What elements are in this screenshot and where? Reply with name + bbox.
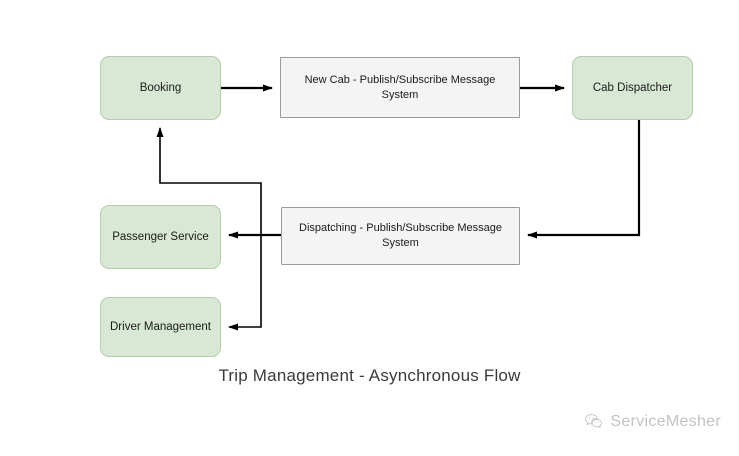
node-new-cab-pubsub[interactable]: New Cab - Publish/Subscribe Message Syst… <box>280 57 520 118</box>
watermark: ServiceMesher <box>584 412 721 431</box>
node-driver-management-label: Driver Management <box>110 321 211 333</box>
edge-dispatcher-to-dispatching <box>527 120 641 239</box>
node-dispatching-pubsub[interactable]: Dispatching - Publish/Subscribe Message … <box>281 207 520 265</box>
node-new-cab-pubsub-label: New Cab - Publish/Subscribe Message Syst… <box>304 73 496 101</box>
node-passenger-service-label: Passenger Service <box>112 231 209 243</box>
node-passenger-service[interactable]: Passenger Service <box>100 205 221 269</box>
node-booking-label: Booking <box>139 82 182 94</box>
node-dispatching-pubsub-label: Dispatching - Publish/Subscribe Message … <box>299 222 502 249</box>
edge-dispatching-to-driver <box>228 235 262 331</box>
node-cab-dispatcher[interactable]: Cab Dispatcher <box>572 56 693 120</box>
node-booking[interactable]: Booking <box>100 56 221 120</box>
node-driver-management[interactable]: Driver Management <box>100 297 221 357</box>
diagram-title: Trip Management - Asynchronous Flow <box>218 366 521 385</box>
watermark-text: ServiceMesher <box>610 412 721 430</box>
wechat-icon <box>584 412 603 431</box>
node-cab-dispatcher-label: Cab Dispatcher <box>592 82 673 94</box>
